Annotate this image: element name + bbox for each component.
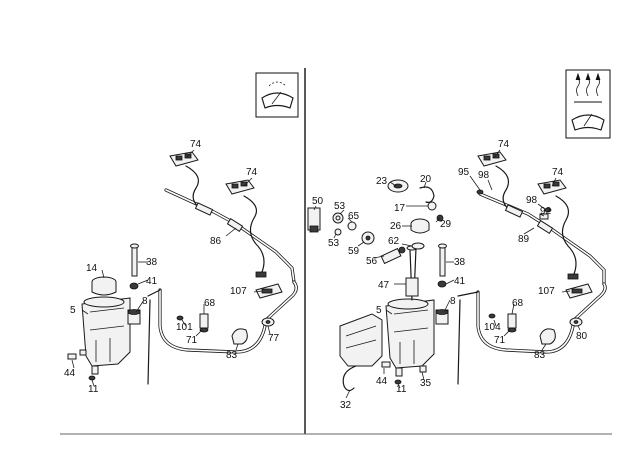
callout-47: 47 bbox=[378, 280, 390, 291]
callout-50: 50 bbox=[312, 196, 324, 207]
callout-68-left: 68 bbox=[204, 298, 216, 309]
spray-nozzle-left bbox=[169, 151, 199, 167]
callout-92: 92 bbox=[540, 206, 552, 217]
callout-44-right: 44 bbox=[376, 376, 388, 387]
callout-35: 35 bbox=[420, 378, 432, 389]
callout-74-right-a: 74 bbox=[498, 139, 510, 150]
left-leader-lines bbox=[71, 149, 271, 387]
callout-11-left: 11 bbox=[88, 384, 99, 395]
callout-26: 26 bbox=[390, 221, 402, 232]
washer-hose-right bbox=[457, 282, 607, 385]
callout-11-right: 11 bbox=[396, 384, 407, 395]
level-sensor-right bbox=[437, 243, 447, 288]
callout-53-b: 53 bbox=[328, 238, 340, 249]
washer-pump bbox=[127, 309, 141, 325]
callout-68-right: 68 bbox=[512, 298, 524, 309]
left-panel: 74 74 86 14 38 41 5 8 68 101 71 107 77 8… bbox=[64, 72, 299, 395]
hose-clip-right bbox=[539, 328, 556, 345]
grommet bbox=[261, 317, 275, 327]
callout-23: 23 bbox=[376, 176, 388, 187]
clamp-20 bbox=[419, 186, 435, 203]
callout-8-left: 8 bbox=[142, 296, 148, 307]
callout-41-left: 41 bbox=[146, 276, 158, 287]
right-panel: 74 74 95 98 98 92 89 23 20 17 50 53 65 5… bbox=[307, 69, 611, 411]
callout-83-left: 83 bbox=[226, 350, 238, 361]
callout-59: 59 bbox=[348, 246, 360, 257]
callout-95: 95 bbox=[458, 167, 470, 178]
callout-8-right: 8 bbox=[450, 296, 456, 307]
drain-fittings-right bbox=[381, 361, 427, 385]
connector-56 bbox=[380, 246, 406, 265]
level-sensor bbox=[129, 243, 139, 290]
callout-77: 77 bbox=[268, 333, 280, 344]
spray-nozzle-right bbox=[225, 179, 255, 195]
callout-62: 62 bbox=[388, 236, 400, 247]
callout-74-right-b: 74 bbox=[552, 167, 564, 178]
callout-104: 104 bbox=[484, 322, 501, 333]
callout-32: 32 bbox=[340, 400, 352, 411]
washer-pump-right bbox=[435, 309, 449, 325]
washer-hose bbox=[147, 280, 298, 385]
callout-80: 80 bbox=[576, 331, 588, 342]
callout-86: 86 bbox=[210, 236, 222, 247]
callout-38-right: 38 bbox=[454, 257, 466, 268]
hose-connector-right bbox=[565, 283, 593, 299]
windshield-wiper-icon bbox=[255, 72, 299, 118]
callout-83-right: 83 bbox=[534, 350, 546, 361]
heated-hose-assembly bbox=[476, 165, 606, 286]
grommet-right bbox=[569, 317, 583, 327]
callout-71-left: 71 bbox=[186, 335, 198, 346]
drain-fittings bbox=[67, 349, 96, 381]
callout-41-right: 41 bbox=[454, 276, 466, 287]
hose-clip bbox=[231, 328, 248, 345]
callout-89: 89 bbox=[518, 234, 530, 245]
callout-53-a: 53 bbox=[334, 201, 346, 212]
spray-nozzle-right-a bbox=[477, 151, 507, 167]
callout-65: 65 bbox=[348, 211, 360, 222]
callout-44-left: 44 bbox=[64, 368, 76, 379]
callout-74-left-b: 74 bbox=[246, 167, 258, 178]
callout-71-right: 71 bbox=[494, 335, 506, 346]
washer-reservoir bbox=[81, 296, 131, 375]
callout-107-right: 107 bbox=[538, 286, 555, 297]
callout-56: 56 bbox=[366, 256, 378, 267]
nozzle-59 bbox=[361, 231, 375, 245]
spray-nozzle-right-b bbox=[537, 179, 567, 195]
filler-cap bbox=[91, 276, 117, 296]
nozzle-hose-assembly bbox=[164, 165, 296, 284]
grommet-62 bbox=[411, 242, 425, 250]
heated-windshield-washer-icon bbox=[565, 69, 611, 139]
callout-14: 14 bbox=[86, 263, 98, 274]
right-leader-lines bbox=[313, 149, 581, 399]
callout-101: 101 bbox=[176, 322, 193, 333]
heater-element bbox=[405, 245, 419, 301]
callout-20: 20 bbox=[420, 174, 432, 185]
callout-5-right: 5 bbox=[376, 305, 382, 316]
seal-rings bbox=[332, 212, 357, 236]
callout-5-left: 5 bbox=[70, 305, 76, 316]
auxiliary-tank bbox=[339, 313, 383, 392]
callout-98-a: 98 bbox=[478, 170, 490, 181]
callout-107-left: 107 bbox=[230, 286, 247, 297]
callout-98-b: 98 bbox=[526, 195, 538, 206]
cap-26 bbox=[410, 218, 430, 234]
bracket-50 bbox=[307, 207, 321, 233]
filler-neck-23 bbox=[387, 179, 409, 193]
hose-connector bbox=[255, 283, 283, 299]
callout-38-left: 38 bbox=[146, 257, 158, 268]
callout-17: 17 bbox=[394, 203, 406, 214]
check-valve-right bbox=[488, 313, 517, 333]
callout-74-left-a: 74 bbox=[190, 139, 202, 150]
callout-29: 29 bbox=[440, 219, 452, 230]
valve-17 bbox=[427, 201, 437, 211]
washer-reservoir-right bbox=[385, 298, 435, 377]
